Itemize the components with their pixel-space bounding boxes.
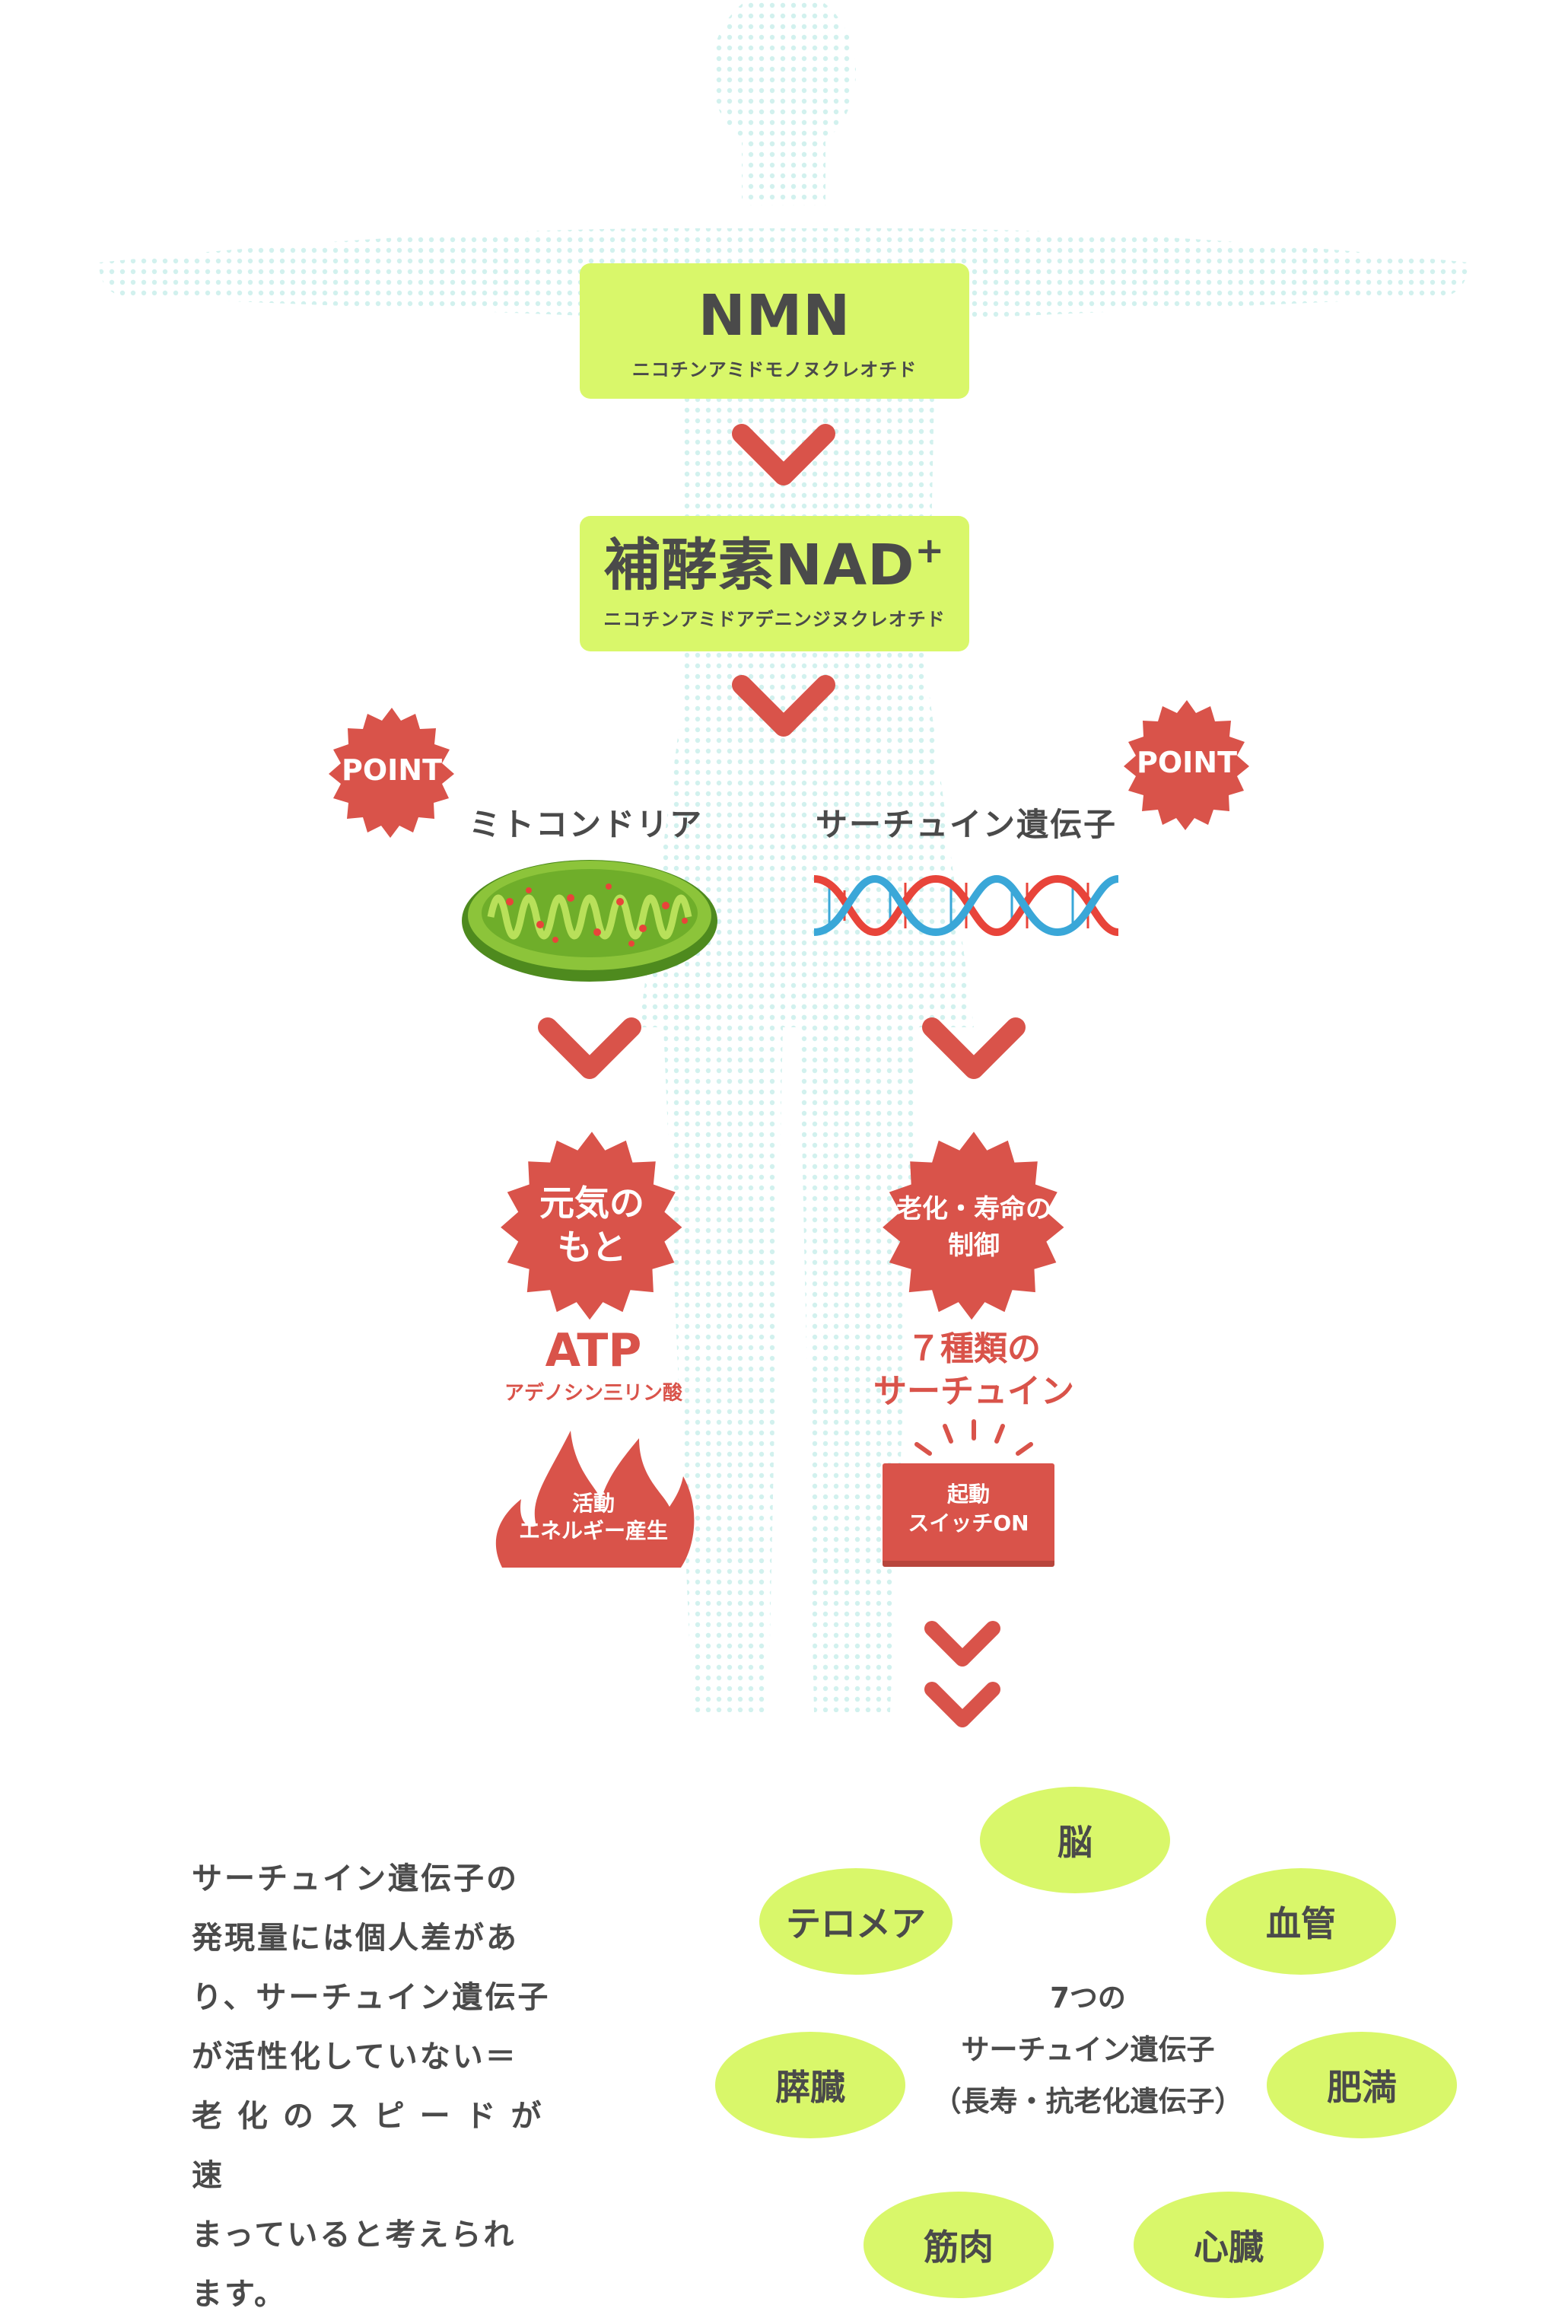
- target-muscle: 筋肉: [864, 2192, 1054, 2298]
- center-line3: （長寿・抗老化遺伝子）: [933, 2085, 1243, 2118]
- dna-icon: [814, 874, 1119, 937]
- chevron-down-icon: [538, 1017, 641, 1079]
- point-label-right: POINT: [1136, 746, 1238, 779]
- mitochondria-label: ミトコンドリア: [468, 806, 703, 843]
- sirtuin-types-text: ７種類の サーチュイン: [822, 1328, 1126, 1413]
- startup-switch: 起動 スイッチON: [883, 1463, 1054, 1567]
- flame-icon: [495, 1431, 695, 1568]
- mitochondria-icon: [462, 860, 717, 982]
- aging-control-badge: [883, 1132, 1064, 1320]
- switch-rays-icon: [914, 1419, 1033, 1456]
- flame-line2: エネルギー産生: [518, 1518, 668, 1543]
- explanation-line: サーチュイン遺伝子の: [192, 1861, 519, 1896]
- chevron-down-icon: [922, 1017, 1026, 1079]
- target-pancreas: 膵臓: [715, 2032, 905, 2138]
- energy-source-line2: もと: [557, 1227, 627, 1268]
- target-heart: 心臓: [1134, 2192, 1324, 2298]
- switch-line2: スイッチON: [908, 1511, 1029, 1536]
- double-chevron-down-icon: [924, 1621, 1000, 1727]
- switch-line1: 起動: [946, 1482, 990, 1507]
- aging-control-line2: 制御: [948, 1230, 1000, 1261]
- explanation-line: が活性化していない＝: [192, 2039, 518, 2074]
- flame-text: 活動 エネルギー産生: [487, 1490, 700, 1545]
- point-badge-right: [1124, 700, 1249, 830]
- nad-title-superscript: +: [914, 530, 946, 571]
- energy-source-line1: 元気の: [539, 1183, 644, 1224]
- nmn-title: NMN: [698, 283, 851, 349]
- aging-control-text: 老化・寿命の 制御: [875, 1191, 1073, 1264]
- explanation-line: 老 化 の ス ピ ー ド が 速: [192, 2099, 544, 2193]
- chevron-down-icon: [732, 424, 835, 485]
- sirtuin-gene-label: サーチュイン遺伝子: [815, 806, 1117, 843]
- nad-title: 補酵素NAD: [603, 533, 915, 598]
- target-blood-vessels: 血管: [1206, 1868, 1396, 1975]
- nad-subtitle: ニコチンアミドアデニンジヌクレオチド: [603, 609, 946, 630]
- nmn-subtitle: ニコチンアミドモノヌクレオチド: [631, 359, 918, 380]
- center-line2: サーチュイン遺伝子: [961, 2033, 1215, 2066]
- explanation-line: まっていると考えられ: [192, 2217, 517, 2252]
- atp-title: ATP: [545, 1324, 642, 1377]
- target-obesity: 肥満: [1267, 2032, 1457, 2138]
- nad-box: 補酵素NAD+ ニコチンアミドアデニンジヌクレオチド: [580, 516, 969, 651]
- point-label-left: POINT: [341, 753, 443, 787]
- nmn-box: NMN ニコチンアミドモノヌクレオチド: [580, 263, 969, 399]
- chevron-down-icon: [732, 675, 835, 737]
- sirtuin-types-line2: サーチュイン: [873, 1372, 1074, 1411]
- explanation-paragraph: サーチュイン遺伝子の 発現量には個人差があ り、サーチュイン遺伝子 が活性化して…: [192, 1849, 587, 2324]
- explanation-line: ます。: [192, 2277, 287, 2312]
- aging-control-line1: 老化・寿命の: [896, 1194, 1051, 1224]
- explanation-line: 発現量には個人差があ: [192, 1921, 519, 1956]
- center-line1: 7つの: [1050, 1982, 1126, 2014]
- explanation-line: り、サーチュイン遺伝子: [192, 1980, 551, 2015]
- atp-subtitle: アデノシン三リン酸: [504, 1382, 682, 1405]
- target-brain: 脳: [980, 1787, 1170, 1893]
- energy-source-badge: [501, 1132, 682, 1320]
- target-telomere: テロメア: [759, 1868, 953, 1975]
- sirtuin-types-line1: ７種類の: [907, 1329, 1041, 1368]
- flame-line1: 活動: [571, 1491, 615, 1516]
- sirtuin-genes-center-text: 7つの サーチュイン遺伝子 （長寿・抗老化遺伝子）: [890, 1972, 1286, 2128]
- energy-source-text: 元気の もと: [493, 1181, 691, 1269]
- point-badge-left: [329, 708, 454, 838]
